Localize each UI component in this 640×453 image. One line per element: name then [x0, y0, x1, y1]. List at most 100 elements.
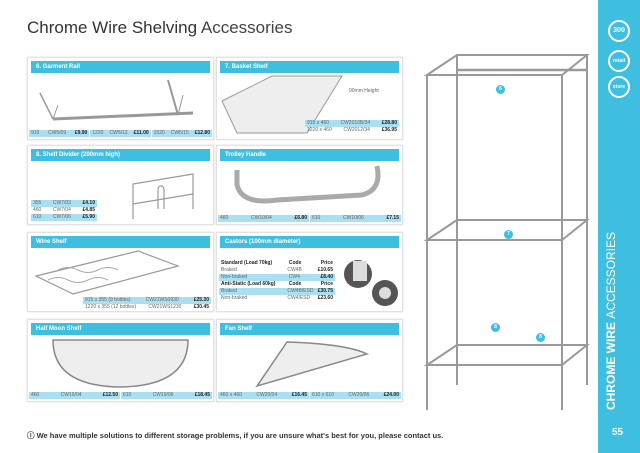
marker-8b: 8	[536, 333, 545, 342]
cell-text: £25.30	[193, 297, 209, 303]
wine-shelf-panel: Wine Shelf 915 x 355 (9 bottles) CW21WS09…	[27, 232, 214, 312]
cell-text: ACCESSORIES	[604, 231, 618, 319]
cell-text: £16.45	[291, 392, 307, 398]
cell-text: CW20/06	[348, 392, 370, 398]
panel-header: 6. Garment Rail	[31, 61, 210, 73]
panel-header: Fan Shelf	[220, 323, 399, 335]
cell-text: Standard (Load 70kg)	[221, 260, 273, 266]
title-main: Chrome Wire Shelving	[27, 18, 198, 37]
cell-text: CW7/06	[52, 214, 71, 220]
store-badge-icon: store	[608, 76, 630, 98]
page-number: 55	[612, 427, 624, 438]
table-row: 1220 x 460 CW2012/34 £36.95	[305, 127, 399, 134]
cell-text: 610	[312, 215, 321, 221]
cell-text: CW2010B/34	[340, 120, 371, 126]
garment-rail-image	[39, 79, 194, 121]
castors-image	[344, 260, 398, 306]
marker-7: 7	[504, 230, 513, 239]
cell-text: 1220 x 460	[307, 127, 332, 133]
cell-text: £23.60	[317, 295, 333, 301]
basket-shelf-image	[221, 75, 343, 134]
cell-text: £8.40	[320, 274, 333, 280]
cell-text: CW7/03	[52, 200, 71, 206]
cell-text: £12.50	[102, 392, 118, 398]
cell-text: Non-braked	[221, 295, 248, 301]
cell-text: CW4B	[287, 267, 302, 273]
cell-text: 915	[31, 130, 40, 136]
cell-text: Code	[288, 281, 302, 287]
panel-header: Castors (100mm diameter)	[220, 236, 399, 248]
cell-text: 460	[33, 207, 42, 213]
cell-text: CW10/06	[342, 215, 364, 221]
cell-text: 915 x 460	[307, 120, 329, 126]
table-row: 1220 x 355 (12 bottles)CW21WS1230£30.45	[83, 304, 211, 311]
cell-text: CHROME WIRE	[604, 322, 618, 410]
retail-badge-icon: retail	[608, 50, 630, 72]
cell-text: Anti-Static (Load 60kg)	[221, 281, 276, 287]
section-sidebar: 300 retail store	[598, 0, 640, 453]
cell-text: £12.80	[194, 130, 210, 136]
cell-text: £30.45	[193, 304, 209, 310]
panel-header: Wine Shelf	[31, 236, 210, 248]
footer-note: ⓘ We have multiple solutions to differen…	[27, 431, 444, 440]
table-row: Non-braked CW4/ESD £23.60	[219, 295, 335, 302]
cell-text: Non-braked	[221, 274, 248, 280]
cell-text: £11.00	[133, 130, 149, 136]
fan-shelf-image	[255, 341, 370, 388]
page-title: Chrome Wire Shelving Accessories	[27, 18, 293, 38]
wine-price-table: 915 x 355 (9 bottles)CW21WS0930£25.30 12…	[83, 297, 211, 311]
cell-text: CW21WS0930	[145, 297, 179, 303]
half-moon-shelf-image	[52, 339, 189, 388]
cell-text: Price	[320, 281, 333, 287]
cell-text: 610 x 610	[312, 392, 334, 398]
title-sub: Accessories	[200, 18, 293, 37]
cell-text: £10.65	[317, 267, 333, 273]
cell-text: £30.75	[317, 288, 333, 294]
cell-text: Braked	[221, 288, 237, 294]
marker-8a: 8	[491, 323, 500, 332]
cell-text: CW19/06	[152, 392, 174, 398]
cell-text: CW2012/34	[343, 127, 370, 133]
panel-header: Half Moon Shelf	[31, 323, 210, 335]
300-badge-icon: 300	[608, 20, 630, 42]
cell-text: 460	[220, 215, 229, 221]
cell-text: 355	[33, 200, 42, 206]
trolley-handle-image	[234, 165, 381, 204]
cell-text: £36.95	[381, 127, 397, 133]
section-label: CHROME WIRE ACCESSORIES	[604, 232, 618, 410]
cell-text: CW4/ESD	[287, 295, 311, 301]
cell-text: 610	[123, 392, 132, 398]
cell-text: CW19/04	[60, 392, 82, 398]
cell-text: CW21WS1230	[148, 304, 182, 310]
cell-text: 915 x 355 (9 bottles)	[85, 297, 131, 303]
panel-header: Trolley Handle	[220, 149, 399, 161]
wine-shelf-image	[34, 250, 180, 295]
cell-text: CW20/04	[256, 392, 278, 398]
cell-text: 610	[33, 214, 42, 220]
